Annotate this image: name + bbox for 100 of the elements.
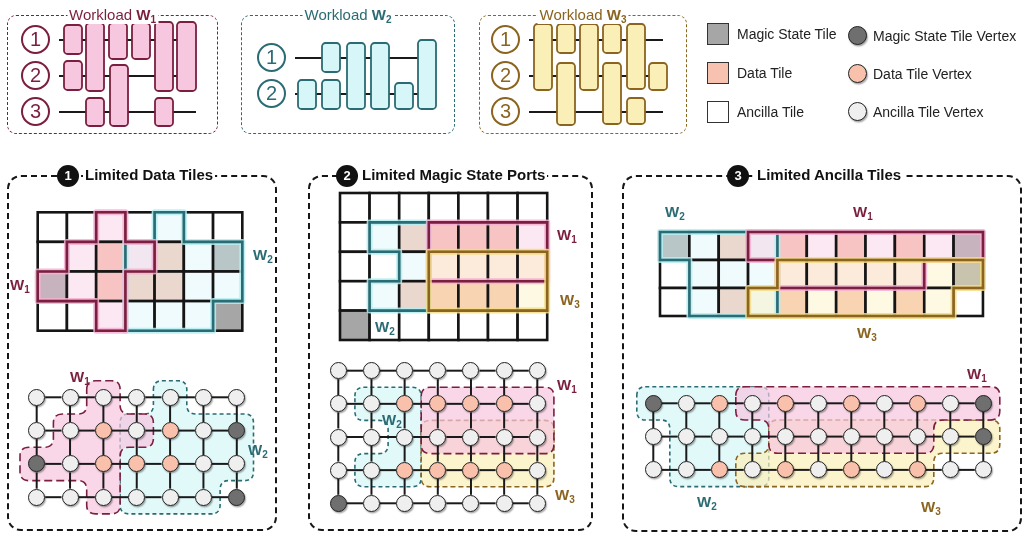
graph-edge: [511, 369, 530, 372]
graph-edge: [177, 462, 196, 465]
graph-edge: [751, 410, 754, 430]
graph-edge: [144, 396, 163, 399]
graph-edge: [144, 429, 163, 432]
graph-edge: [883, 444, 886, 463]
ancilla-vertex: [396, 362, 414, 380]
graph-edge: [44, 462, 63, 465]
graph-edge: [337, 411, 340, 430]
workload-label: W$_{2}$: [697, 493, 717, 511]
graph-edge: [412, 469, 431, 472]
graph-edge: [784, 410, 787, 430]
graph-edge: [337, 477, 340, 496]
graph-edge: [511, 502, 530, 505]
ancilla-vertex: [329, 428, 347, 446]
graph-edge: [726, 435, 745, 438]
ancilla-vertex: [362, 494, 380, 512]
graph-edge: [110, 462, 130, 465]
graph-edge: [784, 444, 787, 463]
qubit-index-circle: 1: [257, 43, 286, 72]
graph-edge: [445, 469, 464, 472]
graph-edge: [982, 410, 985, 430]
graph-edge: [210, 496, 230, 499]
graph-edge: [202, 471, 205, 490]
graph-edge: [478, 502, 497, 505]
workload-label: W$_{3}$: [921, 498, 941, 516]
graph-edge: [916, 444, 919, 463]
workload-label: W$_{1}$: [557, 376, 577, 394]
graph-edge: [412, 436, 431, 438]
graph-edge: [445, 402, 464, 405]
graph-edge: [210, 396, 230, 399]
workload-label: W$_{1}$: [10, 276, 30, 294]
graph-edge: [825, 435, 844, 438]
graph-edge: [345, 436, 364, 438]
graph-edge: [77, 462, 96, 465]
qubit-index-circle: 3: [21, 97, 50, 126]
graph-edge: [436, 477, 439, 496]
graph-edge: [370, 477, 373, 496]
graph-edge: [44, 396, 63, 399]
qubit-index-circle: 1: [491, 25, 520, 54]
graph-edge: [693, 468, 712, 471]
graph-edge: [469, 477, 472, 496]
ancilla-vertex: [462, 494, 480, 512]
graph-edge: [378, 469, 398, 472]
graph-edge: [135, 471, 138, 490]
graph-edge: [536, 378, 539, 397]
graph-edge: [445, 502, 464, 505]
graph-edge: [982, 444, 985, 463]
workload-label: W$_{1}$: [853, 203, 873, 221]
graph-edge: [345, 402, 364, 405]
workload-label: W$_{2}$: [248, 441, 268, 459]
graph-edge: [69, 438, 72, 457]
graph-edge: [759, 435, 778, 438]
graph-edge: [891, 435, 910, 438]
ancilla-vertex: [61, 488, 79, 506]
graph-edge: [693, 402, 712, 405]
graph-edge: [445, 369, 464, 372]
qubit-index-circle: 2: [257, 79, 286, 108]
workload-label: W$_{2}$: [375, 318, 395, 336]
graph-edge: [345, 369, 364, 372]
graph-edge: [685, 444, 688, 463]
graph-edge: [511, 402, 530, 405]
graph-edge: [718, 410, 721, 430]
workload-title: Workload W$_{2}$: [302, 6, 394, 24]
graph-edge: [469, 378, 472, 397]
graph-edge: [916, 410, 919, 430]
ancilla-vertex: [329, 395, 347, 413]
graph-edge: [924, 435, 943, 438]
ancilla-vertex: [429, 362, 447, 380]
ancilla-vertex: [644, 461, 662, 479]
graph-edge: [718, 444, 721, 463]
graph-edge: [536, 477, 539, 496]
graph-edge: [478, 369, 497, 372]
graph-edge: [177, 396, 196, 399]
ancilla-vertex: [194, 388, 212, 406]
legend-label: Data Tile Vertex: [873, 64, 972, 83]
legend-label: Magic State Tile: [737, 25, 837, 43]
legend-label: Magic State Tile Vertex: [873, 26, 1017, 45]
workload-label: W$_{2}$: [665, 203, 685, 221]
graph-edge: [726, 402, 745, 405]
graph-edge: [924, 402, 943, 405]
graph-edge: [660, 402, 679, 405]
graph-edge: [751, 444, 754, 463]
graph-edge: [144, 496, 163, 499]
ancilla-vertex: [228, 388, 246, 406]
step-number-badge: 3: [727, 165, 749, 187]
ancilla-vertex: [462, 362, 480, 380]
graph-edge: [69, 471, 72, 490]
workload-label: W$_{1}$: [557, 226, 577, 244]
graph-edge: [110, 429, 130, 432]
ancilla-vertex: [495, 494, 513, 512]
graph-edge: [102, 404, 105, 424]
magic-state-vertex: [329, 494, 347, 512]
workload-label: W$_{1}$: [967, 365, 987, 383]
graph-edge: [345, 502, 364, 505]
graph-edge: [511, 469, 530, 472]
workload-label: W$_{3}$: [857, 324, 877, 342]
workload-label: W$_{2}$: [382, 411, 402, 429]
graph-edge: [726, 468, 745, 471]
graph-edge: [102, 471, 105, 490]
